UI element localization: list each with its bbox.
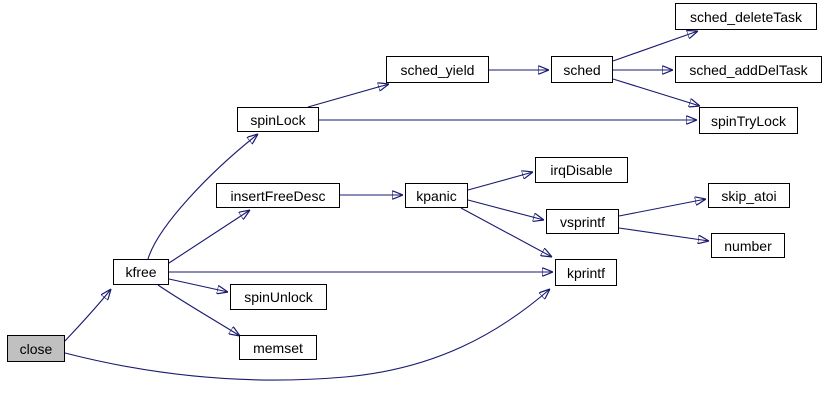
edge-kfree-to-insertFreeDesc [168, 210, 250, 264]
edge-close-to-kfree [64, 289, 111, 342]
node-irqDisable[interactable]: irqDisable [535, 157, 628, 183]
edge-vsprintf-to-number [618, 227, 709, 241]
edge-kfree-to-spinLock [147, 134, 258, 260]
edge-sched-to-sched_deleteTask [612, 31, 698, 62]
edge-sched-to-spinTryLock [612, 78, 700, 106]
node-spinTryLock[interactable]: spinTryLock [699, 107, 798, 134]
node-kprintf[interactable]: kprintf [555, 259, 617, 286]
edge-spinLock-to-sched_yield [307, 84, 389, 108]
node-kpanic[interactable]: kpanic [405, 183, 468, 208]
edge-kpanic-to-vsprintf [467, 199, 544, 220]
edge-kpanic-to-irqDisable [467, 172, 533, 191]
node-number[interactable]: number [711, 233, 785, 258]
node-kfree[interactable]: kfree [113, 259, 169, 285]
node-spinLock[interactable]: spinLock [237, 107, 319, 132]
node-vsprintf[interactable]: vsprintf [546, 209, 619, 234]
node-spinUnlock[interactable]: spinUnlock [230, 284, 327, 310]
node-skip_atoi[interactable]: skip_atoi [708, 183, 790, 208]
node-memset[interactable]: memset [239, 335, 317, 360]
node-sched[interactable]: sched [551, 56, 613, 83]
edge-kfree-to-memset [157, 284, 240, 336]
node-sched_yield[interactable]: sched_yield [386, 56, 489, 83]
node-insertFreeDesc[interactable]: insertFreeDesc [216, 183, 340, 208]
node-sched_deleteTask[interactable]: sched_deleteTask [675, 3, 817, 30]
edge-close-to-kprintf [64, 289, 550, 381]
node-sched_addDelTask[interactable]: sched_addDelTask [675, 56, 822, 83]
edge-kpanic-to-kprintf [460, 207, 552, 257]
node-close: close [7, 335, 65, 362]
edge-kfree-to-spinUnlock [168, 278, 228, 292]
edge-vsprintf-to-skip_atoi [618, 199, 706, 217]
